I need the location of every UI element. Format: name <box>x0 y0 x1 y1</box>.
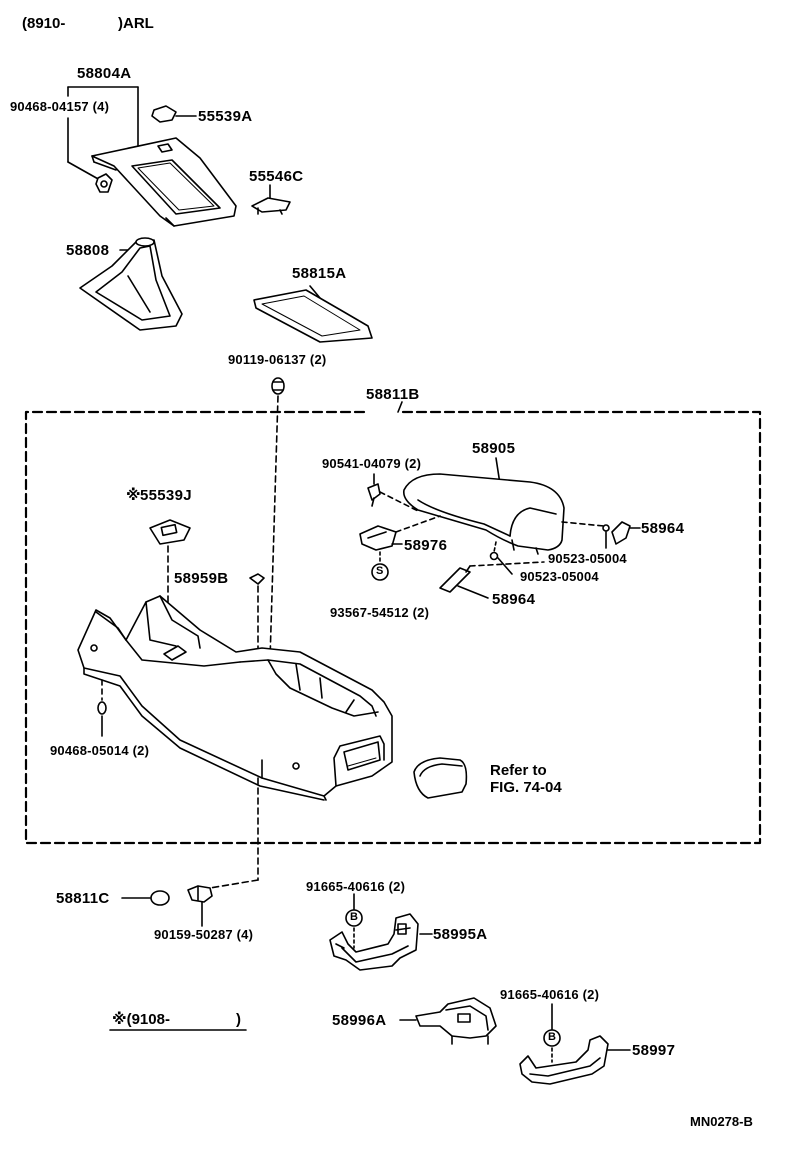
label-58964-lower: 58964 <box>492 591 536 608</box>
s-marker <box>371 563 389 581</box>
shift-boot-58808 <box>79 237 183 331</box>
label-58811C: 58811C <box>56 890 110 907</box>
assembly-box-58811B <box>24 401 762 845</box>
clip-90468-05014 <box>97 679 107 737</box>
mark-55539J: ※ <box>126 487 141 504</box>
screws-90523-05004 <box>489 541 513 575</box>
footnote-text: ※(9108- <box>112 1011 170 1028</box>
leader-58804A <box>67 86 139 181</box>
label-58804A: 58804A <box>77 65 132 82</box>
mat-58815A <box>253 285 373 343</box>
hinge-58976 <box>359 515 441 563</box>
label-90523-05004-upper: 90523-05004 <box>548 551 627 566</box>
refer-line-1: Refer to <box>490 762 547 779</box>
label-58959B: 58959B <box>174 570 229 587</box>
clip-90468-04157 <box>95 173 113 193</box>
figure-code: MN0278-B <box>690 1114 753 1129</box>
label-90159-50287: 90159-50287 (4) <box>154 927 254 942</box>
label-91665-40616-a: 91665-40616 (2) <box>306 879 406 894</box>
cover-55539A <box>151 105 197 123</box>
cup-holder-insert <box>413 757 468 799</box>
label-58997: 58997 <box>632 1042 676 1059</box>
label-58811B: 58811B <box>366 386 420 403</box>
label-58905: 58905 <box>472 440 516 457</box>
shift-bezel-58804A <box>91 137 237 227</box>
cap-58811C <box>121 890 170 906</box>
label-58808: 58808 <box>66 242 110 259</box>
latch-58964-upper <box>561 521 641 549</box>
s-marker-text: S <box>376 565 384 577</box>
b-marker-1-text: B <box>350 911 358 923</box>
engine-code: )ARL <box>118 15 154 32</box>
label-90468-04157: 90468-04157 (4) <box>10 99 110 114</box>
label-58964-upper: 58964 <box>641 520 685 537</box>
label-58996A: 58996A <box>332 1012 387 1029</box>
footnote-close: ) <box>236 1011 241 1028</box>
label-90523-05004-lower: 90523-05004 <box>520 569 599 584</box>
latch-58964-lower <box>439 561 545 599</box>
label-55546C: 55546C <box>249 168 304 185</box>
clip-58959B <box>249 573 265 657</box>
label-58995A: 58995A <box>433 926 488 943</box>
screw-90541-04079 <box>367 473 421 513</box>
bracket-58997 <box>519 1003 631 1085</box>
label-90541-04079: 90541-04079 (2) <box>322 456 422 471</box>
label-91665-40616-b: 91665-40616 (2) <box>500 987 600 1002</box>
console-body-58811B <box>77 595 393 801</box>
bracket-58996A <box>399 997 497 1045</box>
b-marker-2-text: B <box>548 1031 556 1043</box>
leader-90159-50287 <box>209 777 259 889</box>
model-range: (8910- <box>22 15 66 32</box>
label-58976: 58976 <box>404 537 448 554</box>
label-58815A: 58815A <box>292 265 347 282</box>
cover-55546C <box>251 184 291 215</box>
label-90119-06137: 90119-06137 (2) <box>228 352 327 367</box>
armrest-lid-58905 <box>402 457 565 555</box>
bracket-58995A <box>329 893 433 971</box>
label-55539J: 55539J <box>140 487 192 504</box>
cover-55539J <box>149 519 191 641</box>
refer-line-2: FIG. 74-04 <box>490 779 562 796</box>
label-90468-05014: 90468-05014 (2) <box>50 743 150 758</box>
bolt-90159-50287 <box>187 885 213 927</box>
screw-90119-06137 <box>269 377 285 661</box>
label-55539A: 55539A <box>198 108 253 125</box>
label-93567-54512: 93567-54512 (2) <box>330 605 430 620</box>
